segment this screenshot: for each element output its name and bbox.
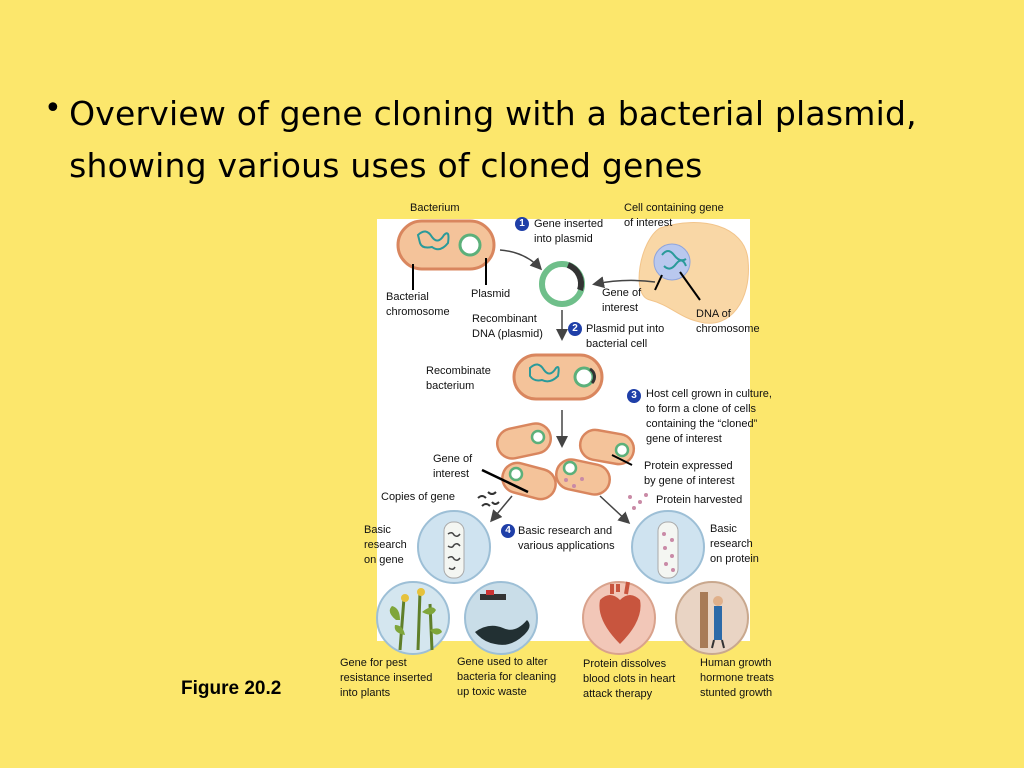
figure-caption: Figure 20.2 xyxy=(181,678,282,699)
label-bacterium: Bacterium xyxy=(410,202,460,214)
step-3-badge: 3 xyxy=(627,389,641,403)
bullet-point: • Overview of gene cloning with a bacter… xyxy=(44,88,1004,192)
label-dna-of-chromosome: DNA of chromosome xyxy=(696,308,760,335)
label-copies-of-gene: Copies of gene xyxy=(381,491,455,503)
heart-circle xyxy=(582,581,656,655)
step-4-badge: 4 xyxy=(501,524,515,538)
step-1-badge: 1 xyxy=(515,217,529,231)
toxic-waste-circle xyxy=(464,581,538,655)
cloned-cells xyxy=(496,422,636,501)
label-recombinate-bacterium: Recombinate bacterium xyxy=(426,365,491,392)
label-toxic-waste: Gene used to alter bacteria for cleaning… xyxy=(457,656,557,698)
label-basic-research-gene: Basic research on gene xyxy=(364,524,407,566)
bacterium-plasmid xyxy=(458,233,482,257)
growth-circle xyxy=(675,581,749,655)
label-protein-harvested: Protein harvested xyxy=(656,494,743,506)
label-plasmid: Plasmid xyxy=(471,288,511,300)
label-protein-expressed: Protein expressed by gene of interest xyxy=(644,460,735,487)
plants-circle xyxy=(376,581,450,655)
label-blood-clots: Protein dissolves blood clots in heart a… xyxy=(583,658,676,700)
slide-bullet-text: Overview of gene cloning with a bacteria… xyxy=(69,94,917,185)
label-cell-containing-gene: Cell containing gene of interest xyxy=(624,202,724,229)
label-host-cell-culture: Host cell grown in culture, to form a cl… xyxy=(646,388,772,445)
label-recombinant-dna: Recombinant DNA (plasmid) xyxy=(472,313,543,340)
label-basic-research-applications: Basic research and various applications xyxy=(518,525,615,552)
label-basic-research-protein: Basic research on protein xyxy=(710,523,759,565)
label-gene-inserted: Gene inserted into plasmid xyxy=(534,218,604,245)
label-plasmid-put-into: Plasmid put into bacterial cell xyxy=(586,323,665,350)
label-bacterial-chromosome: Bacterial chromosome xyxy=(386,291,450,318)
label-gene-of-interest-mid: Gene of interest xyxy=(433,453,473,480)
label-human-growth: Human growth hormone treats stunted grow… xyxy=(700,657,774,699)
bacterial-chromosome-shape xyxy=(416,230,450,251)
label-gene-of-interest-top: Gene of interest xyxy=(602,287,642,314)
label-pest-resistance: Gene for pest resistance inserted into p… xyxy=(340,657,433,699)
step-2-badge: 2 xyxy=(568,322,582,336)
bullet-dot: • xyxy=(44,91,62,126)
